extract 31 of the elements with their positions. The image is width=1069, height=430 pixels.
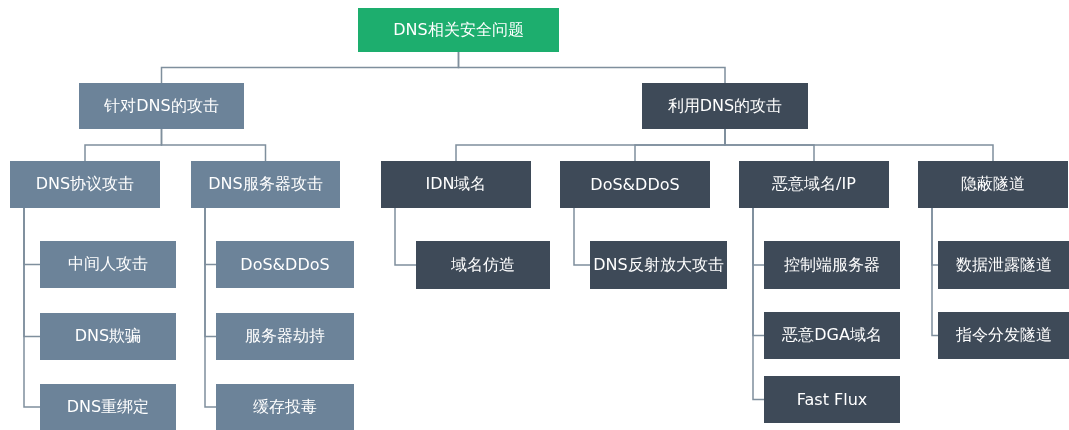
connector-line [23,207,41,408]
topic-box: 利用DNS的攻击 [642,83,808,129]
topic-box: 指令分发隧道 [938,312,1069,359]
topic-box: 缓存投毒 [216,384,354,430]
topic-box: DoS&DDoS [560,161,710,208]
topic-box: 域名仿造 [416,241,550,289]
topic-box: 数据泄露隧道 [938,241,1069,289]
connector-line [457,51,726,84]
topic-box: 恶意DGA域名 [764,312,900,359]
topic-box: DNS欺骗 [40,313,176,360]
topic-box: DNS重绑定 [40,384,176,430]
topic-box: 中间人攻击 [40,241,176,288]
connector-line [931,207,939,337]
connector-line [394,207,417,266]
topic-box: 针对DNS的攻击 [79,83,244,129]
topic-box: Fast Flux [764,376,900,423]
topic-box: DoS&DDoS [216,241,354,288]
connector-line [573,207,591,266]
connector-line [204,207,217,408]
connector-line [752,207,765,401]
topic-box: 隐蔽隧道 [918,161,1068,208]
topic-box: 恶意域名/IP [739,161,889,208]
connector-line [160,128,267,162]
topic-box: 服务器劫持 [216,313,354,360]
topic-box: DNS协议攻击 [10,161,160,208]
topic-box: DNS反射放大攻击 [590,241,727,289]
topic-box: DNS服务器攻击 [191,161,340,208]
topic-box: IDN域名 [381,161,531,208]
connector-line [724,128,994,162]
topic-box: DNS相关安全问题 [358,8,559,52]
topic-box: 控制端服务器 [764,241,900,289]
